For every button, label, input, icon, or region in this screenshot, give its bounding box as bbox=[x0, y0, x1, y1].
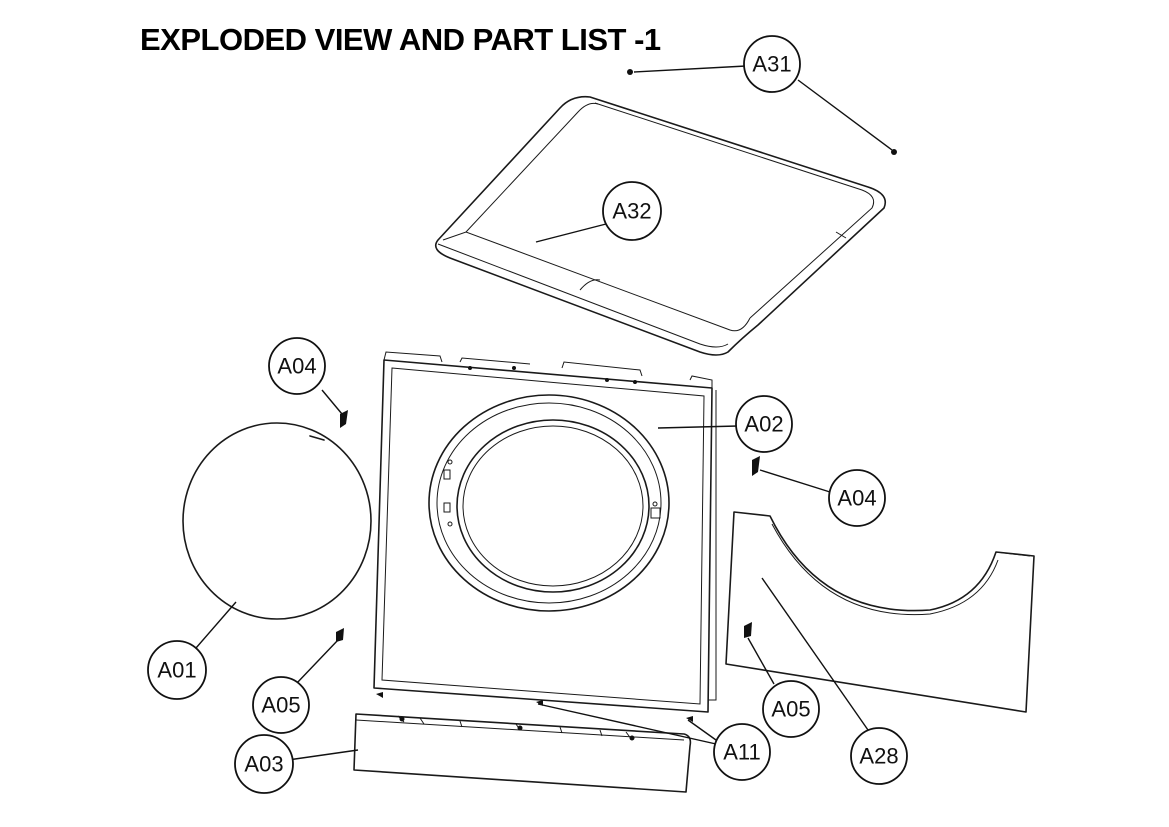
screw-a11-3 bbox=[686, 716, 693, 722]
callout-a02: A02 bbox=[735, 395, 793, 453]
callout-a31-label: A31 bbox=[752, 52, 791, 77]
screws bbox=[336, 69, 897, 722]
callout-a05-left: A05 bbox=[252, 676, 310, 734]
callout-a04-right: A04 bbox=[828, 469, 886, 527]
callout-a05-left-label: A05 bbox=[261, 693, 300, 718]
callout-a11-label: A11 bbox=[723, 740, 761, 765]
kickplate-part bbox=[353, 713, 692, 793]
callout-a04-left-label: A04 bbox=[277, 354, 316, 379]
clip-a04-right bbox=[752, 456, 760, 476]
front-panel-part bbox=[373, 351, 717, 713]
screw-a31-left bbox=[627, 69, 633, 75]
leader-lines bbox=[195, 65, 893, 761]
side-panel-part bbox=[725, 511, 1035, 713]
callout-a04-left: A04 bbox=[268, 337, 326, 395]
page-title: EXPLODED VIEW AND PART LIST -1 bbox=[140, 22, 661, 57]
clip-a04-left bbox=[340, 410, 348, 428]
glass-part bbox=[182, 422, 372, 620]
callout-a32: A32 bbox=[602, 181, 662, 241]
callout-a03-label: A03 bbox=[244, 752, 283, 777]
clip-a05-left bbox=[336, 628, 344, 642]
callout-a03: A03 bbox=[234, 734, 294, 794]
callout-a05-right-label: A05 bbox=[771, 697, 810, 722]
screw-a11-1 bbox=[376, 692, 383, 698]
callout-a01-label: A01 bbox=[157, 658, 196, 683]
callout-a02-label: A02 bbox=[744, 412, 783, 437]
callout-a32-label: A32 bbox=[612, 199, 651, 224]
callout-a11: A11 bbox=[713, 723, 771, 781]
screw-a31-right bbox=[891, 149, 897, 155]
callout-a28: A28 bbox=[850, 727, 908, 785]
top-cover-part bbox=[434, 95, 887, 356]
callout-a28-label: A28 bbox=[859, 744, 898, 769]
callout-a05-right: A05 bbox=[762, 680, 820, 738]
callout-a31: A31 bbox=[743, 35, 801, 93]
callout-a04-right-label: A04 bbox=[837, 486, 876, 511]
callout-a01: A01 bbox=[147, 640, 207, 700]
clip-a05-right bbox=[744, 622, 752, 638]
